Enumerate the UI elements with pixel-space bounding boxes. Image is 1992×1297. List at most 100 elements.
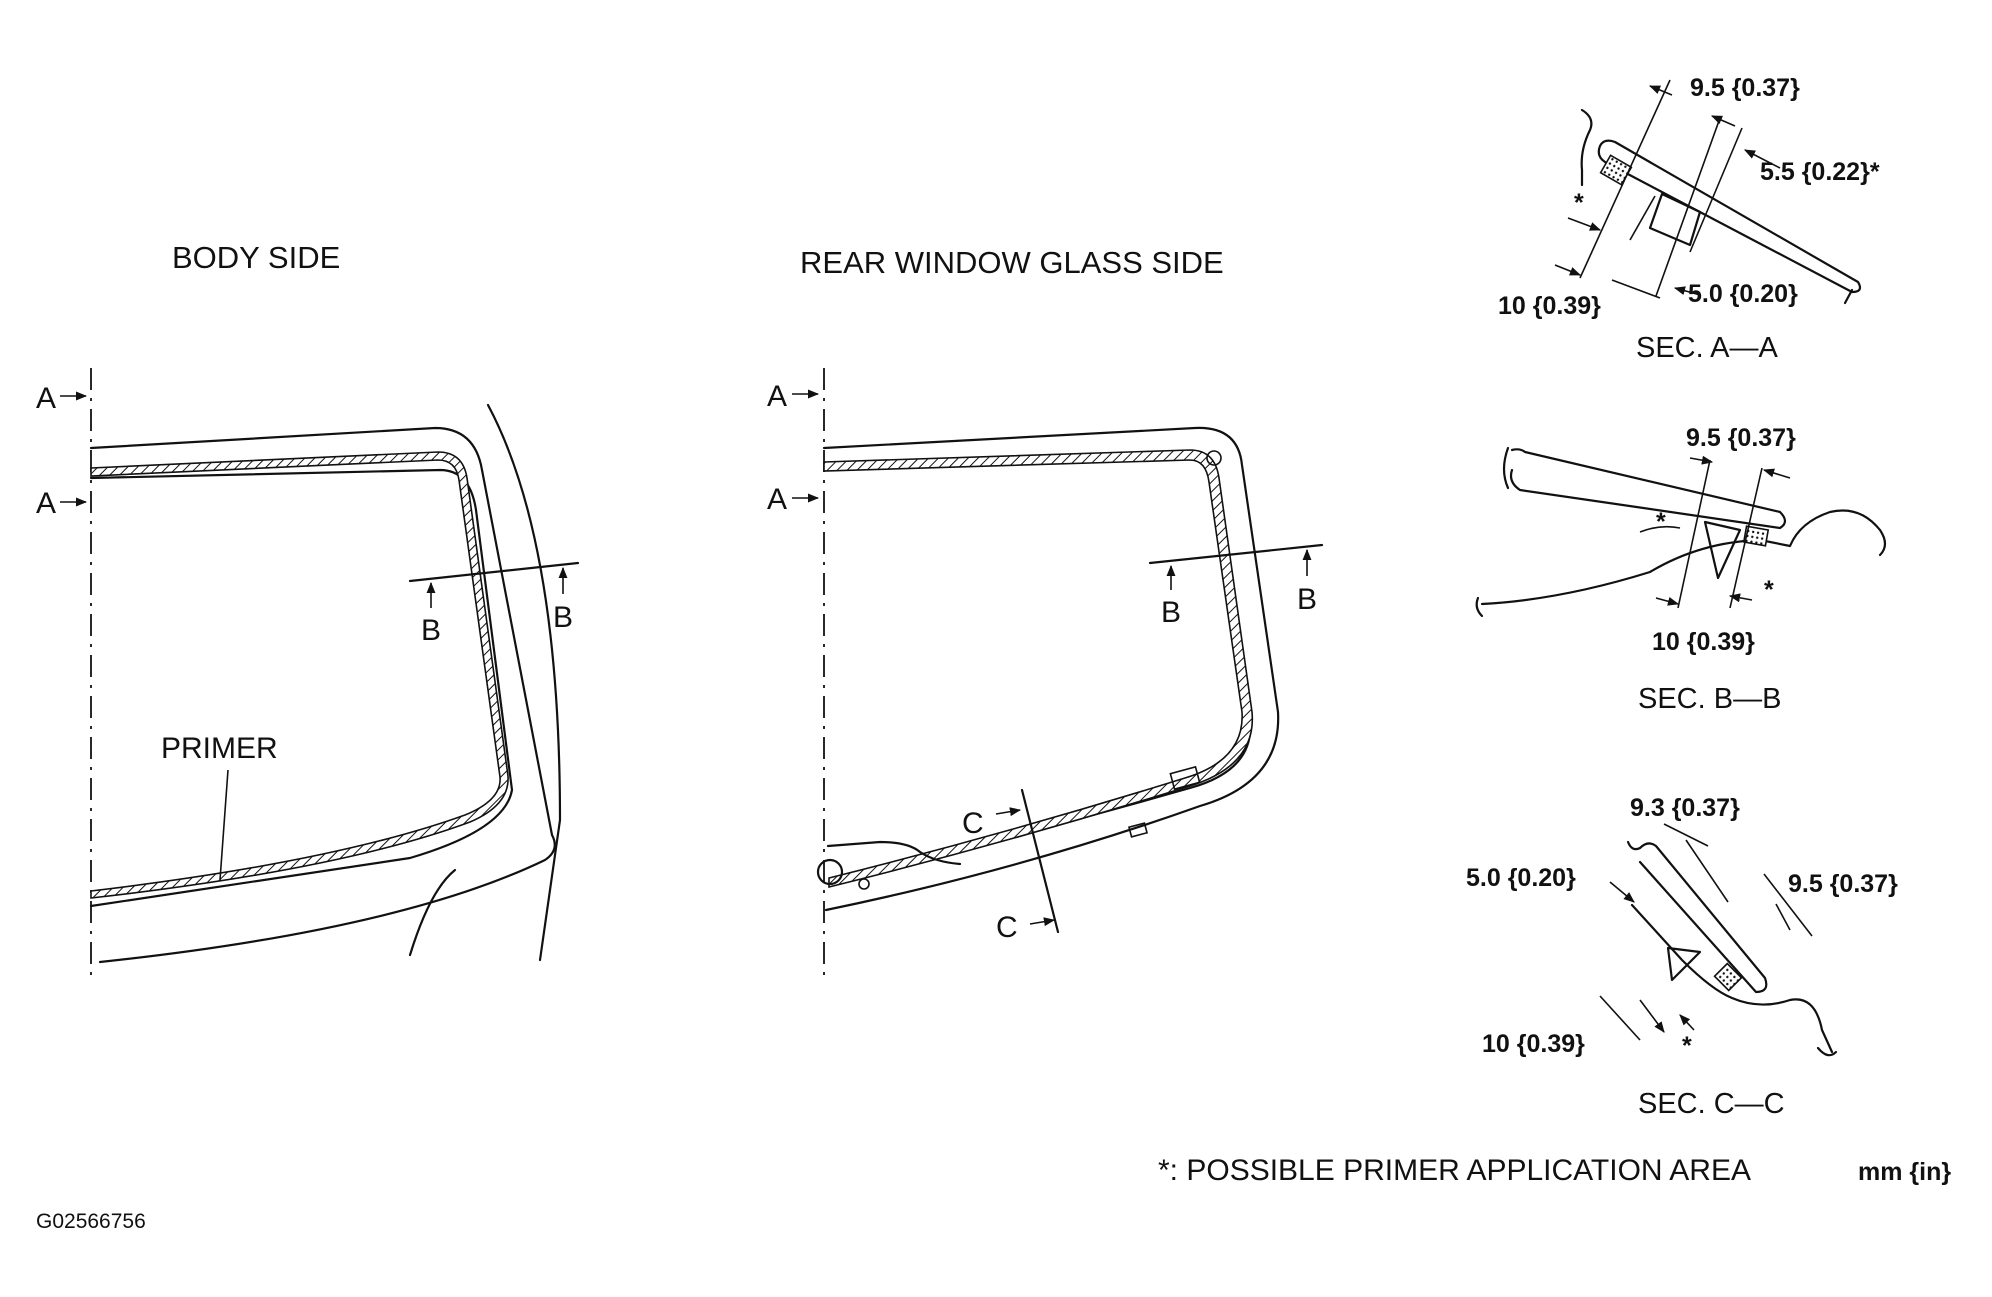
sec-a-dam [1599,154,1633,186]
glass-marker-b-left: B [1161,596,1181,629]
section-a-a: 9.5 {0.37} 5.5 {0.22}* 10 {0.39} 5.0 {0.… [1498,74,1880,364]
glass-side-view: REAR WINDOW GLASS SIDE A A B B C C [767,245,1324,980]
glass-marker-c-bottom: C [996,911,1018,944]
sec-c-glass-end [1626,840,1642,851]
glass-marker-b-right: B [1297,583,1317,616]
body-side-view: BODY SIDE A A B B PRIMER [36,240,580,980]
sec-a-star: * [1574,189,1584,217]
sec-a-dim-arrow-4 [1567,217,1602,231]
sec-b-ext-1 [1677,459,1711,609]
body-pillar-inner [408,868,457,957]
sec-c-dim-5-0: 5.0 {0.20} [1466,864,1576,892]
sec-a-body-flange [1580,108,1593,187]
sec-c-dim-arrow-2 [1639,999,1665,1033]
sec-b-dim-arrow-3 [1655,597,1680,606]
sec-c-glass [1638,842,1768,994]
primer-leader-line [219,769,229,881]
sec-b-dim-arrow-1 [1689,455,1714,465]
sec-b-glass [1509,448,1787,530]
sec-b-glass-end [1502,446,1510,490]
glass-arrow-c-bottom [1029,917,1056,927]
sec-b-star-2: * [1764,576,1774,604]
sec-c-adhesive [1666,946,1702,982]
sec-b-dim-10: 10 {0.39} [1652,628,1755,656]
body-pillar-line [486,403,562,962]
sec-a-bead-tip [1629,195,1656,241]
sec-a-dim-base [1611,279,1661,299]
glass-lower-circle [816,858,844,886]
footnote-primer-area: *: POSSIBLE PRIMER APPLICATION AREA [1158,1154,1751,1187]
sec-c-dim-arrow-1 [1609,881,1635,903]
sec-c-body-end [1816,1046,1838,1057]
sec-a-dim-arrow-5 [1554,264,1582,276]
sec-b-angle-arc [1639,525,1681,533]
sec-c-dim-top [1663,823,1709,847]
glass-marker-a-bottom: A [767,483,787,516]
sec-a-dim-arrow-6 [1673,286,1701,296]
sec-c-star: * [1682,1032,1692,1060]
body-marker-a-top: A [36,382,56,415]
sec-b-dim-9-5: 9.5 {0.37} [1686,424,1796,452]
sec-a-dim-5-0: 5.0 {0.20} [1688,280,1798,308]
sec-c-dim-arrow-3 [1679,1014,1695,1031]
body-outer-edge [89,426,556,964]
body-marker-b-left: B [421,614,441,647]
glass-side-title: REAR WINDOW GLASS SIDE [800,245,1224,280]
sec-a-adhesive [1648,192,1702,247]
sec-b-dim-arrow-2 [1762,468,1791,479]
sec-a-dim-9-5: 9.5 {0.37} [1690,74,1800,102]
glass-rect-stopper [1169,765,1201,791]
sec-b-adhesive [1703,520,1742,580]
sec-c-ext-3 [1599,995,1641,1041]
sec-a-ext-2 [1655,117,1721,297]
sec-c-ext-1 [1685,839,1729,903]
units-label: mm {in} [1858,1158,1951,1186]
sec-c-dim-9-3: 9.3 {0.37} [1630,794,1740,822]
sec-a-ext-1 [1579,79,1671,279]
glass-marker-a-top: A [767,380,787,413]
sec-a-ext-3 [1689,127,1743,253]
sec-b-dim-arrow-4 [1728,593,1753,603]
glass-arrow-c-top [995,807,1022,817]
primer-label: PRIMER [161,732,278,765]
sec-c-dim-10: 10 {0.39} [1482,1030,1585,1058]
section-b-b: 9.5 {0.37} 10 {0.39} * * SEC. B—B [1475,424,1887,715]
sec-c-dam [1713,962,1743,992]
sec-a-dim-10: 10 {0.39} [1498,292,1601,320]
section-c-c: 9.3 {0.37} 5.0 {0.20} 9.5 {0.37} 10 {0.3… [1466,794,1898,1120]
glass-marker-c-top: C [962,807,984,840]
sec-b-star-1: * [1656,508,1666,536]
sec-c-body [1630,903,1834,1054]
sec-b-dam [1742,525,1770,547]
glass-section-b-line [1148,543,1324,565]
body-flange-edge [89,468,514,908]
sec-c-dim-arrow-4 [1775,903,1791,931]
sec-b-title: SEC. B—B [1638,683,1781,715]
sec-b-ext-2 [1729,467,1763,609]
glass-outer-edge [822,426,1280,912]
glass-corner-hole [1206,450,1222,466]
sec-b-body [1480,509,1887,606]
body-marker-a-bottom: A [36,487,56,520]
body-marker-b-right: B [553,601,573,634]
glass-small-stopper [1127,822,1149,838]
glass-lower-dot [858,878,870,890]
glass-lower-shape [826,840,962,866]
sec-a-glass [1597,139,1862,294]
sec-a-dim-5-5: 5.5 {0.22}* [1760,158,1880,186]
sec-a-dim-arrow-2 [1710,115,1736,127]
sec-a-glass-tip [1843,288,1854,305]
sec-a-dim-arrow-1 [1648,85,1673,96]
glass-inner-edge [822,453,1252,882]
sec-a-title: SEC. A—A [1636,332,1778,364]
sec-a-dim-arrow-3 [1744,149,1781,169]
glass-section-c-line [1020,788,1060,934]
body-side-title: BODY SIDE [172,240,340,275]
figure-code: G02566756 [36,1210,146,1233]
sec-c-dim-9-5: 9.5 {0.37} [1788,870,1898,898]
body-primer-band [90,451,509,899]
body-section-b-line [408,561,580,583]
sec-c-title: SEC. C—C [1638,1088,1785,1120]
sec-c-ext-2 [1763,873,1813,937]
